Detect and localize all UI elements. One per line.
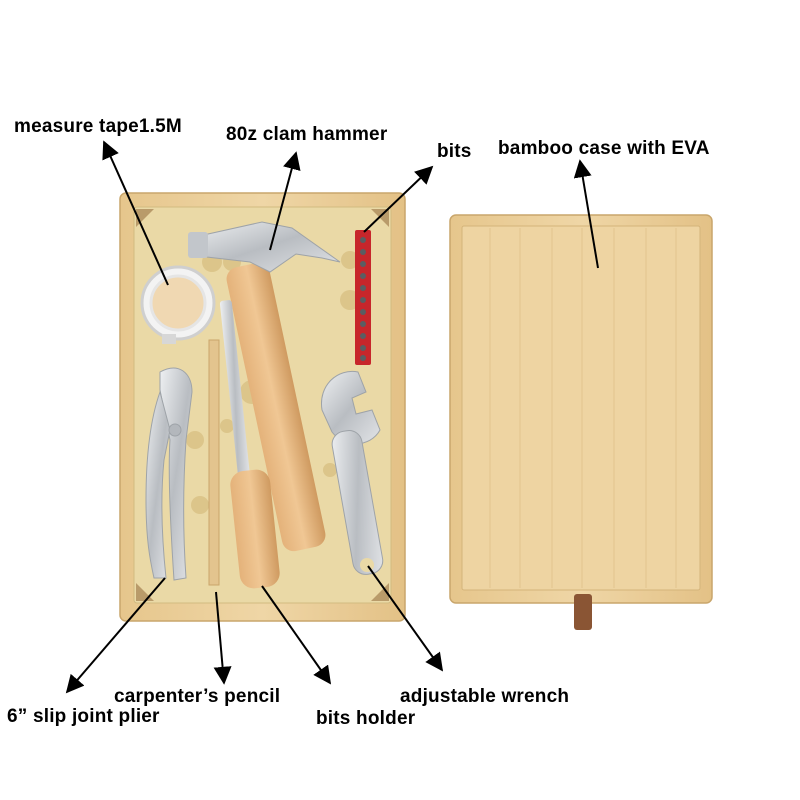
arrow-hammer	[269, 151, 301, 251]
label-slip-joint-plier: 6” slip joint plier	[7, 706, 160, 727]
arrow-measure-tape	[102, 140, 169, 286]
arrow-wrench	[367, 565, 444, 672]
slip-joint-plier	[145, 367, 193, 581]
label-bamboo-case: bamboo case with EVA	[498, 138, 710, 159]
label-measure-tape: measure tape1.5M	[14, 116, 182, 137]
label-bits: bits	[437, 141, 472, 162]
adjustable-wrench	[321, 370, 384, 575]
arrow-bits	[363, 165, 434, 233]
label-adjustable-wrench: adjustable wrench	[400, 686, 570, 707]
label-clam-hammer: 80z clam hammer	[226, 124, 388, 145]
bits-strip	[355, 230, 371, 365]
label-bits-holder: bits holder	[316, 708, 416, 729]
carpenters-pencil-shape	[208, 339, 220, 586]
measure-tape	[140, 265, 216, 344]
arrow-bits-holder	[261, 585, 332, 685]
arrow-bamboo-case	[573, 159, 599, 269]
label-carpenters-pencil: carpenter’s pencil	[114, 686, 281, 707]
bamboo-lid	[449, 214, 713, 630]
pull-tab	[574, 594, 592, 630]
claw-hammer	[188, 221, 341, 552]
callout-arrows	[65, 140, 599, 694]
arrow-pencil	[213, 591, 232, 685]
screwdriver	[219, 300, 280, 589]
arrow-plier	[65, 577, 166, 694]
